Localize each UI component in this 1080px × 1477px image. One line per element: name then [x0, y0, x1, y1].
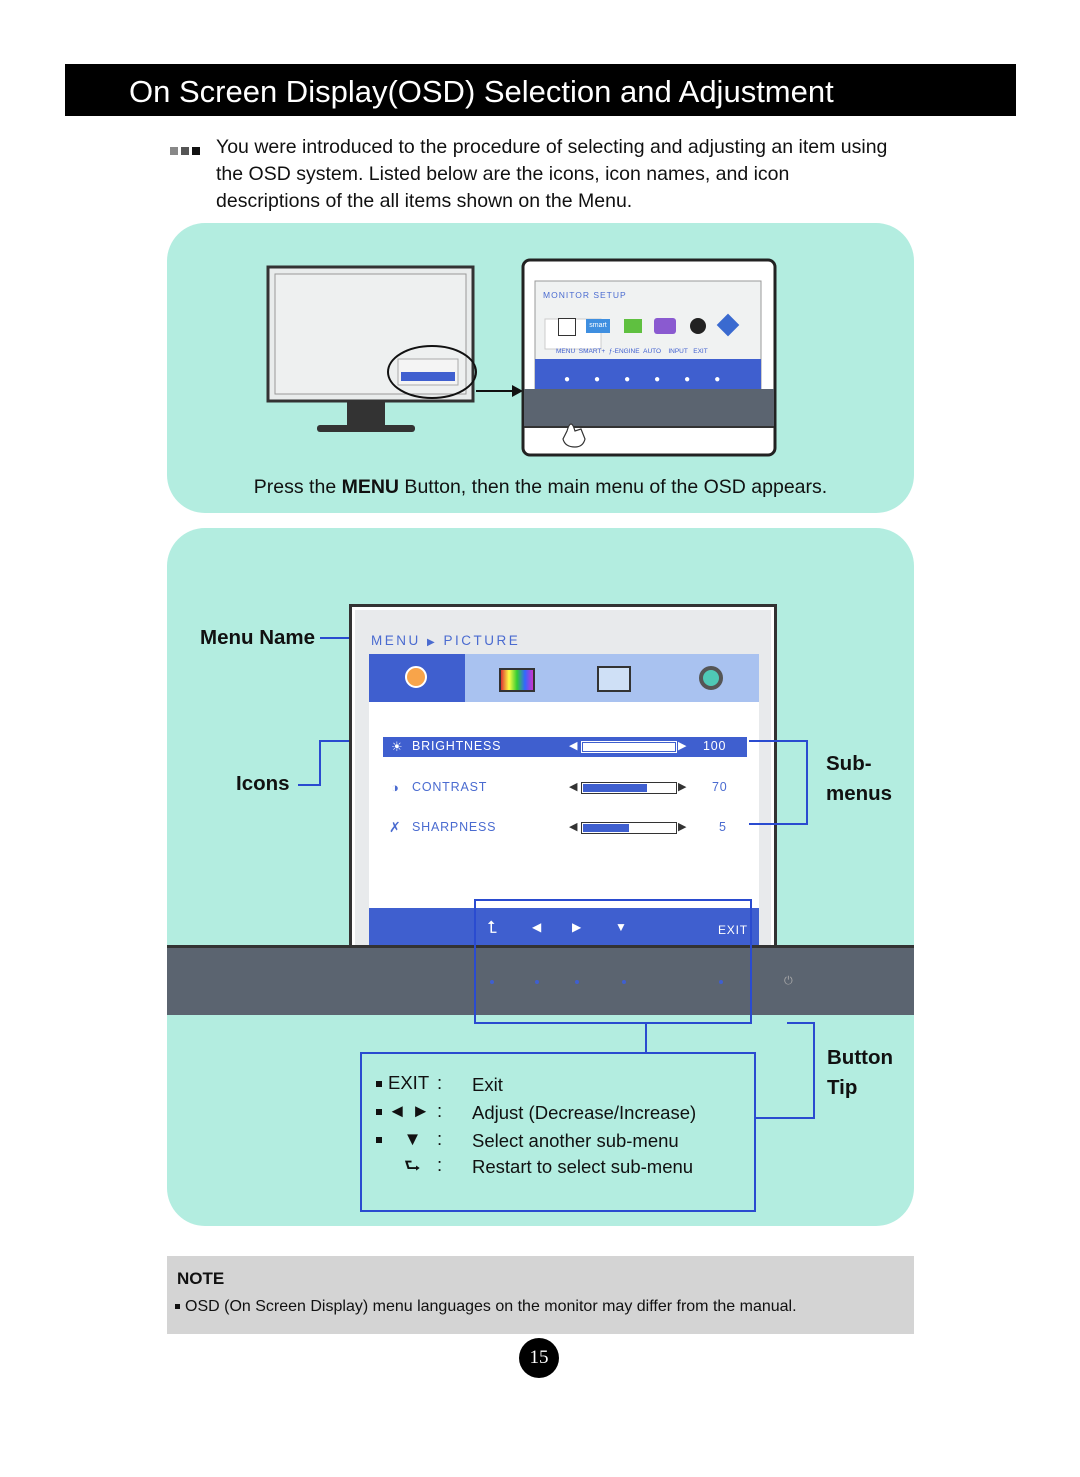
panel1-icon-labels: MENU SMART+ ƒ-ENGINE AUTO INPUT EXIT [556, 348, 708, 355]
sharpness-icon: ✗ [389, 819, 402, 835]
bezel-button[interactable] [575, 980, 579, 984]
tip-row-exit: EXIT [376, 1072, 429, 1094]
left-arrow-icon[interactable]: ◀ [532, 920, 542, 934]
page-number: 15 [519, 1338, 559, 1378]
icons-label: Icons [236, 772, 290, 795]
title-bar: On Screen Display(OSD) Selection and Adj… [65, 64, 1016, 116]
power-icon[interactable]: ⏻ [784, 975, 793, 987]
exit-icon [716, 313, 740, 337]
submenu-row-sharpness[interactable]: ✗ SHARPNESS ◀ ▶ 5 [383, 818, 747, 838]
down-arrow-icon[interactable]: ▼ [615, 920, 627, 934]
tip-sep: : [437, 1100, 443, 1121]
smart-plus-icon: smart [586, 319, 610, 333]
level-bar[interactable] [581, 741, 677, 753]
tab-picture[interactable] [369, 654, 465, 702]
tip-desc: Adjust (Decrease/Increase) [472, 1102, 697, 1123]
note-box: NOTE OSD (On Screen Display) menu langua… [167, 1256, 914, 1334]
tip-desc: Restart to select sub-menu [472, 1156, 694, 1177]
osd-breadcrumb: MENU ▶ PICTURE [371, 633, 521, 648]
input-icon [690, 318, 706, 334]
level-bar-fill [583, 743, 675, 751]
auto-icon [654, 318, 676, 334]
decrease-arrow-icon[interactable]: ◀ [569, 740, 578, 752]
tip-desc: Select another sub-menu [472, 1130, 679, 1151]
brightness-sun-icon [405, 666, 427, 688]
level-bar-fill [583, 784, 647, 792]
monitor-bezel: ⏻ [167, 945, 914, 1015]
panel1-icon-row: smart [556, 313, 744, 338]
osd-tab-strip [369, 654, 759, 702]
tab-color[interactable] [467, 654, 563, 702]
level-bar[interactable] [581, 782, 677, 794]
decrease-arrow-icon[interactable]: ◀ [569, 821, 578, 833]
tip-row-adjust: ◄ ► [376, 1100, 430, 1122]
monitor-setup-label: MONITOR SETUP [543, 290, 627, 300]
tip-row-select: ▼ [376, 1128, 422, 1150]
contrast-icon: ◑ [391, 780, 400, 795]
osd-button-bar: ⮤ ◀ ▶ ▼ EXIT [369, 908, 759, 945]
increase-arrow-icon[interactable]: ▶ [678, 821, 687, 833]
submenu-label: CONTRAST [412, 780, 488, 794]
note-heading: NOTE [177, 1269, 225, 1288]
intro-bullets [170, 142, 203, 160]
bezel-button[interactable] [490, 980, 494, 984]
submenus-label-1: Sub- [826, 752, 872, 775]
tip-sep: : [437, 1154, 443, 1175]
level-bar-fill [583, 824, 629, 832]
submenus-label-2: menus [826, 782, 893, 805]
button-tip-label-2: Tip [827, 1076, 858, 1099]
bezel-button[interactable] [719, 980, 723, 984]
increase-arrow-icon[interactable]: ▶ [678, 781, 687, 793]
osd-submenu-area [369, 702, 759, 908]
submenu-value: 70 [712, 780, 728, 794]
bezel-button[interactable] [535, 980, 539, 984]
submenu-value: 5 [719, 820, 727, 834]
callout-lines [298, 637, 815, 1212]
page-title: On Screen Display(OSD) Selection and Adj… [129, 74, 834, 109]
monitor-illustration [266, 258, 777, 457]
panel1-button-dots: ●●●●●● [564, 374, 745, 385]
restart-icon[interactable]: ⮤ [487, 918, 498, 937]
right-arrow-icon[interactable]: ▶ [572, 920, 582, 934]
tab-settings[interactable] [663, 654, 759, 702]
note-text: OSD (On Screen Display) menu languages o… [175, 1298, 797, 1316]
submenu-label: BRIGHTNESS [412, 739, 502, 753]
tip-sep: : [437, 1072, 443, 1093]
f-engine-icon [624, 319, 642, 333]
submenu-label: SHARPNESS [412, 820, 497, 834]
tab-display[interactable] [565, 654, 661, 702]
submenu-row-brightness[interactable]: ☀ BRIGHTNESS ◀ ▶ 100 [383, 737, 747, 757]
tip-row-restart: ⮑ [404, 1155, 421, 1176]
tip-desc: Exit [472, 1074, 503, 1095]
menu-press-caption: Press the MENU Button, then the main men… [253, 476, 828, 498]
increase-arrow-icon[interactable]: ▶ [678, 740, 687, 752]
gear-icon [699, 666, 723, 690]
decrease-arrow-icon[interactable]: ◀ [569, 781, 578, 793]
submenu-value: 100 [703, 739, 727, 753]
display-icon [597, 666, 631, 692]
color-bars-icon [499, 668, 535, 692]
brightness-icon: ☀ [391, 739, 404, 754]
exit-button[interactable]: EXIT [718, 923, 748, 937]
level-bar[interactable] [581, 822, 677, 834]
bezel-button[interactable] [622, 980, 626, 984]
menu-icon [558, 318, 576, 336]
menu-name-label: Menu Name [200, 626, 316, 649]
tip-sep: : [437, 1128, 443, 1149]
submenu-row-contrast[interactable]: ◑ CONTRAST ◀ ▶ 70 [383, 778, 747, 798]
intro-text: You were introduced to the procedure of … [216, 136, 888, 212]
button-tip-label-1: Button [827, 1046, 894, 1069]
